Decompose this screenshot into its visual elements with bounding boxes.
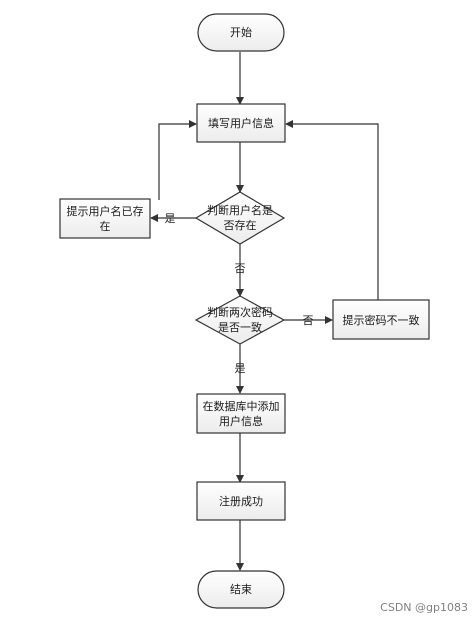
edge-label-exists-no: 否 bbox=[235, 262, 246, 275]
check-exists-label-line1: 判断用户名是 bbox=[207, 203, 273, 217]
prompt-exists-box bbox=[59, 198, 151, 239]
edge-label-exists-yes: 是 bbox=[165, 212, 176, 225]
register-success-label: 注册成功 bbox=[219, 494, 263, 508]
prompt-exists-label-line2: 在 bbox=[100, 220, 111, 233]
register-success-box bbox=[196, 481, 286, 521]
end-label: 结束 bbox=[230, 583, 252, 596]
add-db-box bbox=[196, 393, 286, 434]
fill-info-label: 填写用户信息 bbox=[208, 116, 274, 130]
fill-info-box bbox=[196, 103, 286, 143]
add-db-label-line1: 在数据库中添加 bbox=[203, 399, 280, 413]
prompt-password-label: 提示密码不一致 bbox=[343, 313, 420, 327]
prompt-exists-label-line1: 提示用户名已存 bbox=[67, 204, 144, 218]
edge-label-pwd-yes: 是 bbox=[235, 362, 246, 375]
prompt-password-box bbox=[332, 299, 430, 340]
edge-prompt-exists-back-to-fill bbox=[158, 120, 197, 200]
edge-label-pwd-no: 否 bbox=[303, 314, 314, 327]
add-db-label-line2: 用户信息 bbox=[219, 414, 263, 428]
watermark: CSDN @gp1083 bbox=[380, 601, 468, 614]
check-password-label-line2: 是否一致 bbox=[218, 320, 262, 334]
check-password-label-line1: 判断两次密码 bbox=[207, 305, 273, 319]
end-terminal bbox=[197, 570, 285, 609]
start-terminal bbox=[197, 13, 285, 52]
start-label: 开始 bbox=[230, 25, 252, 39]
check-exists-decision bbox=[194, 191, 286, 245]
check-password-decision bbox=[194, 295, 286, 345]
check-exists-label-line2: 否存在 bbox=[224, 218, 257, 232]
edge-prompt-pwd-back-to-fill bbox=[285, 120, 379, 300]
